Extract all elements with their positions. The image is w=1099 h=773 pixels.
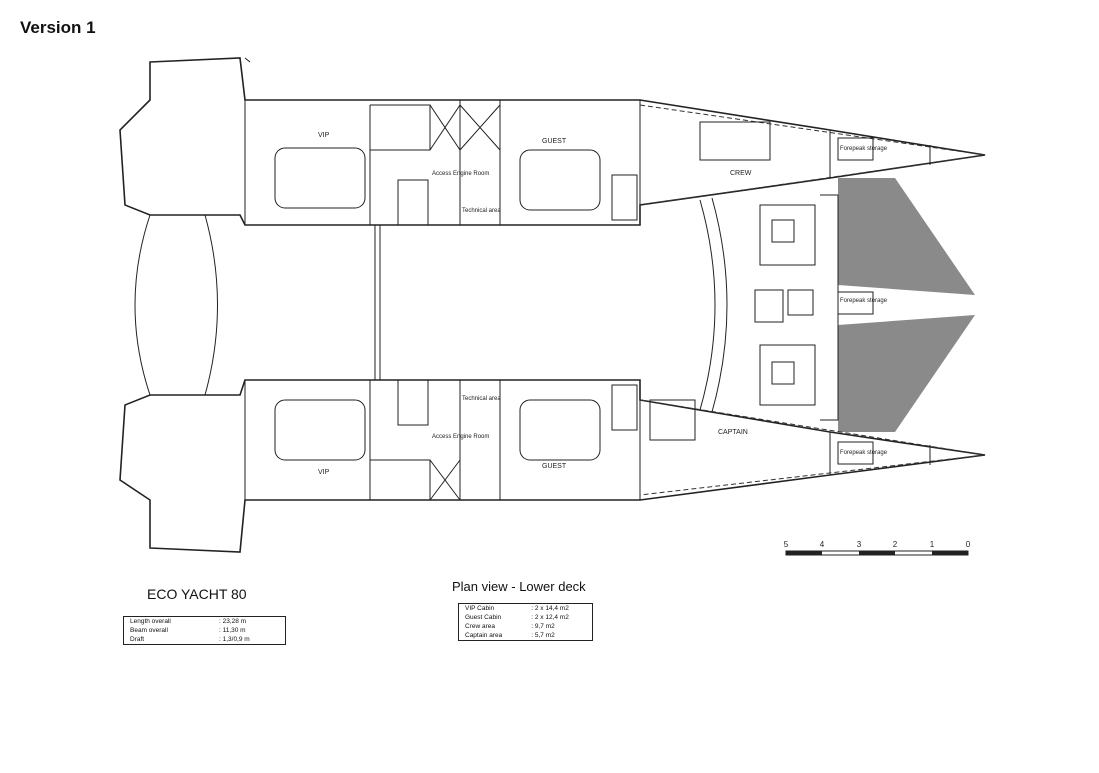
trampoline-top — [838, 178, 975, 295]
dim-label: Beam overall — [130, 627, 168, 634]
dim-value: : 23,28 m — [218, 618, 247, 625]
area-value: : 2 x 14,4 m2 — [531, 605, 569, 612]
label-crew: CREW — [730, 170, 752, 177]
dim-value: : 1,3/0,9 m — [218, 636, 250, 643]
area-value: : 2 x 12,4 m2 — [531, 614, 569, 621]
table-row: Draft : 1,3/0,9 m — [124, 635, 286, 645]
area-value: : 5,7 m2 — [531, 632, 555, 639]
dim-label: Length overall — [130, 618, 171, 625]
scale-tick-4: 4 — [820, 540, 825, 549]
area-value: : 9,7 m2 — [531, 623, 555, 630]
label-guest-top: GUEST — [542, 138, 567, 145]
plan-title: Plan view - Lower deck — [452, 579, 586, 594]
label-forepeak-center: Forepeak storage — [840, 298, 888, 304]
top-hull — [119, 57, 986, 226]
scale-tick-1: 1 — [930, 540, 935, 549]
label-technical-top: Technical area — [462, 208, 501, 214]
label-technical-bottom: Technical area — [462, 396, 501, 402]
scale-tick-2: 2 — [893, 540, 898, 549]
label-engine-room-top: Access Engine Room — [432, 171, 489, 177]
table-row: VIP Cabin : 2 x 14,4 m2 — [459, 604, 593, 614]
dim-value: : 11,30 m — [218, 627, 246, 634]
table-row: Beam overall : 11,30 m — [124, 626, 286, 635]
area-label: VIP Cabin — [465, 605, 495, 612]
yacht-name: ECO YACHT 80 — [147, 586, 247, 602]
label-vip-top: VIP — [318, 132, 330, 139]
scale-tick-5: 5 — [784, 540, 789, 549]
dim-label: Draft — [130, 636, 145, 643]
scale-bar: 5 4 3 2 1 0 — [784, 540, 971, 556]
bridge-deck — [134, 194, 874, 421]
area-label: Crew area — [465, 623, 495, 630]
label-forepeak-top: Forepeak storage — [840, 146, 888, 152]
scale-tick-3: 3 — [857, 540, 862, 549]
label-forepeak-bottom: Forepeak storage — [840, 450, 888, 456]
label-vip-bottom: VIP — [318, 469, 330, 476]
table-row: Guest Cabin : 2 x 12,4 m2 — [459, 613, 593, 622]
areas-table: VIP Cabin : 2 x 14,4 m2 Guest Cabin : 2 x … — [458, 603, 593, 641]
version-label: Version 1 — [20, 18, 96, 37]
label-captain: CAPTAIN — [718, 429, 748, 436]
dimensions-table: Length overall : 23,28 m Beam overall : 11… — [123, 616, 286, 645]
trampoline-bottom — [838, 315, 975, 432]
area-label: Captain area — [465, 632, 503, 639]
bottom-hull — [119, 379, 986, 553]
label-guest-bottom: GUEST — [542, 463, 567, 470]
table-row: Length overall : 23,28 m — [124, 617, 286, 627]
table-row: Captain area : 5,7 m2 — [459, 631, 593, 641]
scale-tick-0: 0 — [966, 540, 971, 549]
label-engine-room-bottom: Access Engine Room — [432, 434, 489, 440]
area-label: Guest Cabin — [465, 614, 502, 621]
table-row: Crew area : 9,7 m2 — [459, 622, 593, 631]
